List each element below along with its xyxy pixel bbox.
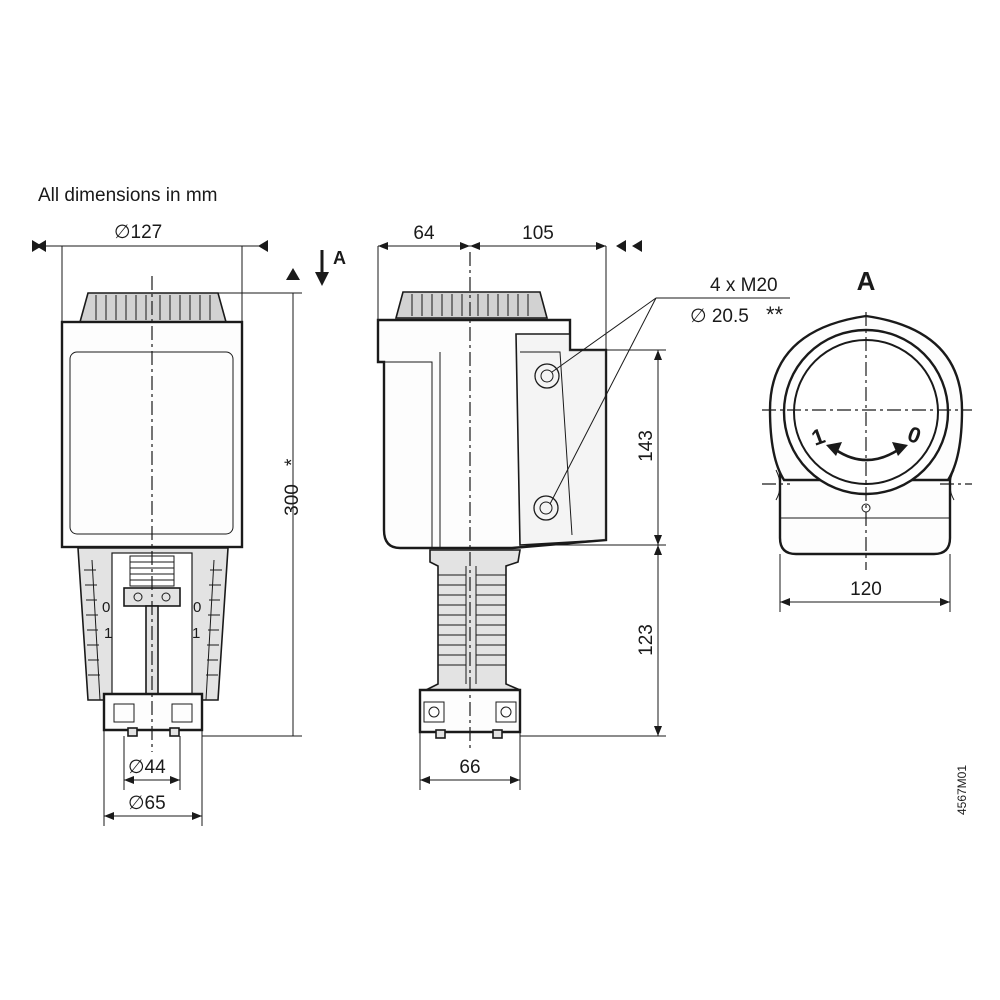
view-a-dimensions: 120 xyxy=(779,554,951,612)
front-scale-zero-right: 0 xyxy=(193,599,201,616)
front-view: 0 1 0 1 xyxy=(60,276,244,752)
front-scale-one-right: 1 xyxy=(192,625,200,642)
side-depth-left: 64 xyxy=(413,223,435,244)
view-a-title: A xyxy=(857,266,876,296)
side-yoke xyxy=(425,549,521,691)
front-yoke-ribs xyxy=(84,569,222,676)
cable-entries: 4 x M20 xyxy=(710,275,778,296)
side-height-upper: 143 xyxy=(636,430,657,462)
front-dimensions: ∅127 300 * A ∅44 ∅65 xyxy=(32,222,346,826)
side-depth-right: 105 xyxy=(522,223,554,244)
front-diameter-top: ∅127 xyxy=(114,222,162,243)
view-a-arrow-label: A xyxy=(333,248,346,268)
front-knob xyxy=(78,292,228,323)
cable-gland-lower xyxy=(533,495,559,521)
cable-diameter: ∅ 20.5 xyxy=(690,306,749,327)
side-knob xyxy=(394,291,549,319)
side-base-width: 66 xyxy=(459,757,480,778)
front-height-mark: * xyxy=(282,458,303,466)
front-knob-ribs xyxy=(95,295,211,320)
side-yoke-ribs xyxy=(438,566,506,684)
front-base xyxy=(102,692,204,732)
side-height-lower: 123 xyxy=(636,624,657,656)
view-a: A 1 0 xyxy=(762,266,972,570)
front-scale-one-left: 1 xyxy=(104,625,112,642)
dimensions-note: All dimensions in mm xyxy=(38,185,218,206)
view-a-rotation-arrow xyxy=(835,448,899,462)
drawing-number: 4567M01 xyxy=(955,765,969,815)
side-dimensions: 64 105 143 123 66 4 x M20 ∅ 20.5 ** xyxy=(377,223,790,790)
side-view xyxy=(376,252,608,752)
front-height: 300 xyxy=(282,484,303,516)
front-diameter-stem: ∅44 xyxy=(128,757,166,778)
view-a-width: 120 xyxy=(850,579,882,600)
front-scale-zero-left: 0 xyxy=(102,599,110,616)
front-diameter-base: ∅65 xyxy=(128,793,166,814)
cable-gland-upper xyxy=(534,363,560,389)
cable-mark: ** xyxy=(766,302,784,327)
